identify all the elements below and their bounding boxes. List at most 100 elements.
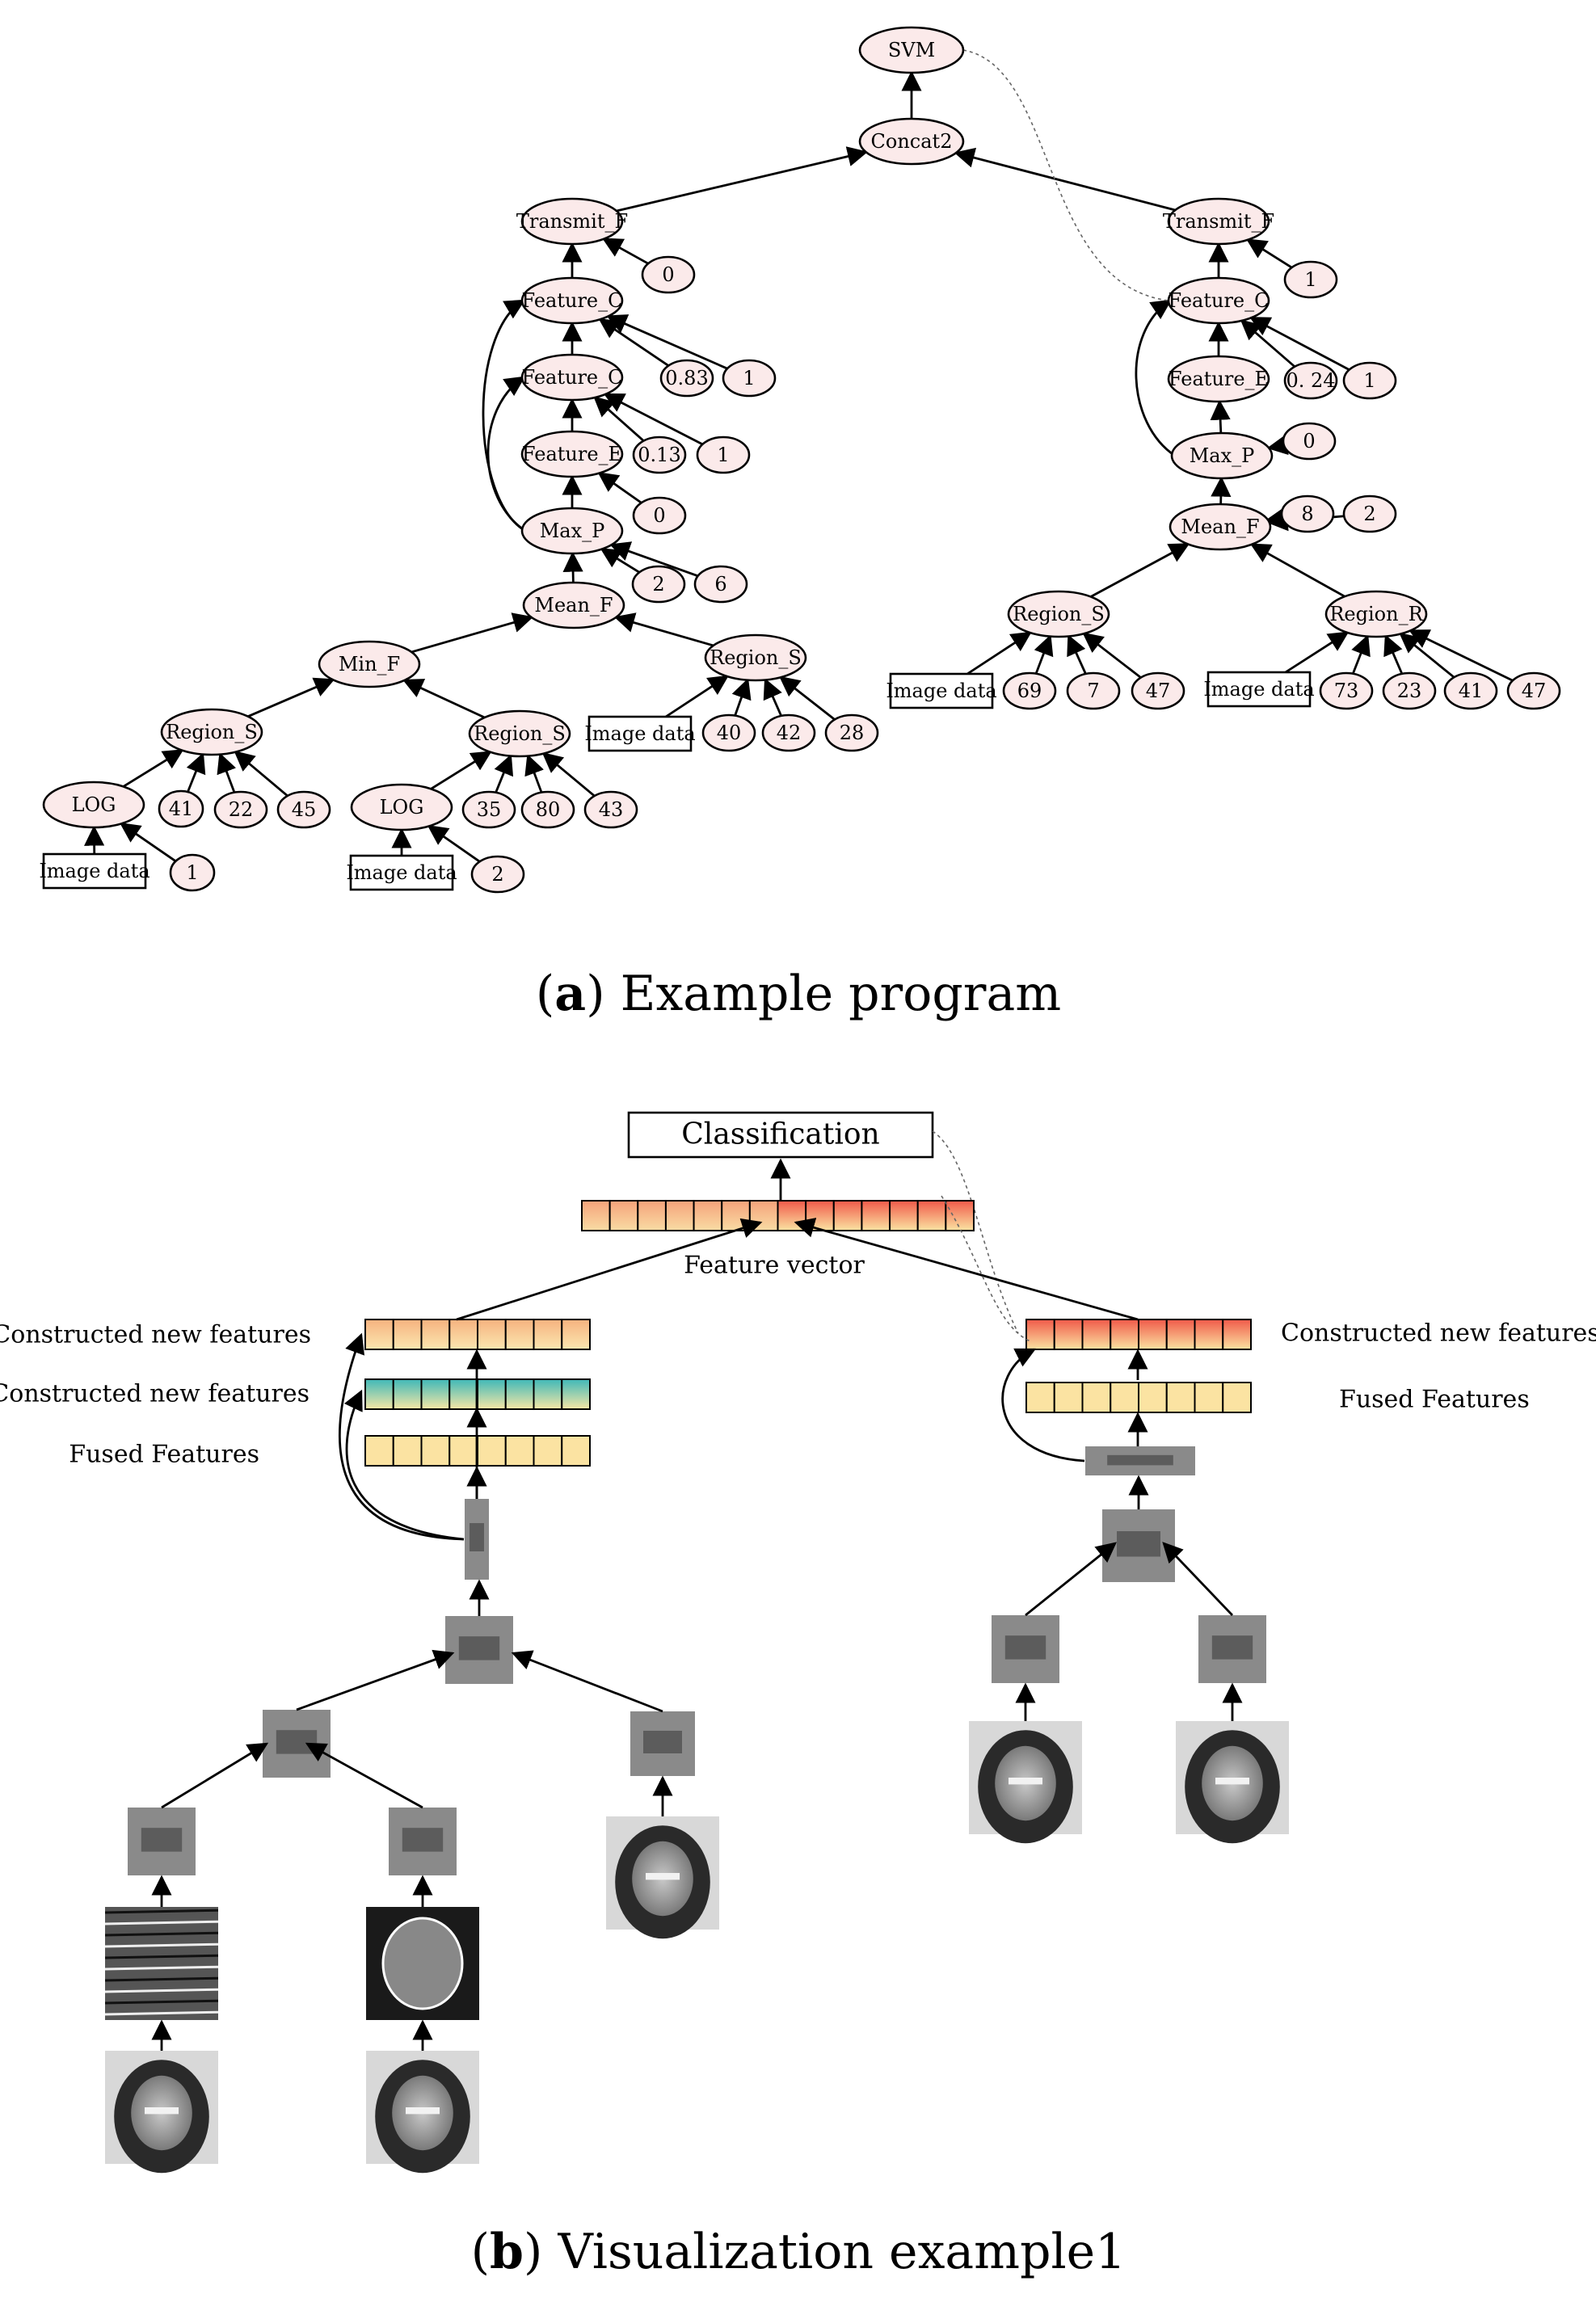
tree-edge xyxy=(247,677,335,718)
left-label-3: Fused Features xyxy=(69,1441,259,1469)
tree-node-label: 23 xyxy=(1397,680,1422,702)
tree-node-label: 43 xyxy=(599,798,624,821)
tree-node: SVM xyxy=(858,26,965,74)
tree-node: 45 xyxy=(276,790,331,829)
right-label-2: Fused Features xyxy=(1339,1386,1530,1414)
tree-node-label: 42 xyxy=(777,722,802,744)
tree-edge xyxy=(606,314,728,370)
tree-edge xyxy=(731,678,752,717)
tree-edge xyxy=(541,751,596,798)
tree-node: 0.13 xyxy=(632,436,687,474)
tree-node: Feature_E xyxy=(1167,355,1270,403)
tree-node: 1 xyxy=(169,853,216,892)
tree-node-label: LOG xyxy=(380,796,424,819)
visualization-arrow xyxy=(1025,1542,1117,1617)
tree-edge xyxy=(593,396,645,442)
visualization-arrow xyxy=(1162,1542,1234,1616)
tree-node-label: Region_S xyxy=(710,646,802,669)
tree-edge xyxy=(1265,507,1288,528)
tree-edge xyxy=(779,675,836,721)
right-vector-fused xyxy=(1025,1382,1252,1413)
tree-node: 7 xyxy=(1066,671,1121,710)
tree-node-label: Feature_E xyxy=(522,443,622,465)
tree-node-label: Image data xyxy=(886,680,996,702)
tree-node-label: SVM xyxy=(888,39,935,61)
tree-node-label: Feature_E xyxy=(1169,368,1269,390)
tree-node: Region_S xyxy=(468,709,571,758)
tree-curved-edge xyxy=(486,376,526,532)
tree-node-label: 0 xyxy=(653,504,665,527)
tree-node-label: 47 xyxy=(1146,680,1171,702)
tree-edge xyxy=(601,238,649,265)
tree-node-label: 8 xyxy=(1301,503,1313,525)
tree-node-label: 73 xyxy=(1334,680,1359,702)
tree-node-label: 1 xyxy=(717,444,729,466)
tree-curved-edge xyxy=(482,299,526,532)
tree-node-label: 1 xyxy=(1304,268,1316,291)
tree-node-label: 2 xyxy=(491,863,503,886)
tree-node: 43 xyxy=(583,790,638,829)
tree-node-label: Region_R xyxy=(1329,603,1423,625)
tree-edge xyxy=(1266,435,1289,456)
tree-node: 47 xyxy=(1506,671,1561,710)
tree-edge xyxy=(1210,399,1231,434)
tree-edge xyxy=(494,754,514,793)
tree-node: Max_P xyxy=(520,507,624,555)
tree-curved-edge xyxy=(1135,299,1176,457)
left-vector-constructed-1 xyxy=(364,1319,591,1350)
image-thumbnail xyxy=(1198,1615,1266,1683)
tree-node: 0 xyxy=(641,255,696,294)
tree-node-label: Mean_F xyxy=(534,594,613,617)
feature-vector-label: Feature vector xyxy=(684,1252,865,1280)
tree-node-label: Feature_C xyxy=(522,366,623,389)
image-thumbnail xyxy=(104,1907,219,2020)
tree-node: 80 xyxy=(520,790,575,829)
tree-node-label: 0.83 xyxy=(665,367,708,389)
tree-node: 69 xyxy=(1002,671,1057,710)
feature-vector xyxy=(581,1200,975,1231)
tree-edge xyxy=(1067,634,1087,675)
tree-node-label: 1 xyxy=(186,861,198,884)
tree-edge xyxy=(603,393,703,446)
tree-node: 1 xyxy=(1342,361,1397,400)
tree-edge xyxy=(1284,631,1350,674)
right-vector-constructed xyxy=(1025,1319,1252,1350)
left-feature-vectors xyxy=(364,1319,591,1467)
image-thumbnail xyxy=(992,1615,1059,1683)
tree-edge xyxy=(1034,634,1054,675)
tree-node: 41 xyxy=(158,789,204,828)
tree-node: 40 xyxy=(701,713,756,752)
tree-node-label: 0 xyxy=(662,263,674,286)
tree-node: Image data xyxy=(346,854,457,891)
tree-node-label: Transmit_F xyxy=(516,210,628,233)
tree-node-label: 0.13 xyxy=(638,444,680,466)
tree-node: 6 xyxy=(693,565,748,604)
tree-node: LOG xyxy=(42,781,145,829)
left-vector-constructed-2 xyxy=(364,1378,591,1410)
tree-node-label: Feature_C xyxy=(1169,289,1270,312)
tree-node: Region_S xyxy=(160,708,263,756)
visualization-arrow xyxy=(161,1742,269,1809)
tree-node: 73 xyxy=(1319,671,1374,710)
tree-node-label: Image data xyxy=(39,860,149,882)
tree-node: LOG xyxy=(350,783,453,831)
tree-node: 2 xyxy=(1342,495,1397,533)
tree-node: 1 xyxy=(1283,260,1338,299)
image-thumbnail xyxy=(1176,1721,1289,1844)
tree-node: 42 xyxy=(761,713,816,752)
tree-node-label: 80 xyxy=(536,798,561,821)
tree-node: Region_S xyxy=(1007,590,1110,638)
visualization: Classification Feature vector Constructe… xyxy=(0,1111,1596,2174)
tree-node: 0 xyxy=(1282,422,1337,461)
tree-node-label: 40 xyxy=(717,722,742,744)
tree-node: 23 xyxy=(1382,671,1437,710)
tree-node: Min_F xyxy=(318,640,421,688)
tree-node-label: 6 xyxy=(714,573,726,596)
tree-node-label: Max_P xyxy=(540,520,605,542)
tree-edge xyxy=(1249,543,1345,598)
tree-edge xyxy=(1211,476,1232,505)
left-vector-fused xyxy=(364,1435,591,1467)
tree-node-label: 7 xyxy=(1087,680,1099,702)
tree-node: 0 xyxy=(632,496,687,535)
